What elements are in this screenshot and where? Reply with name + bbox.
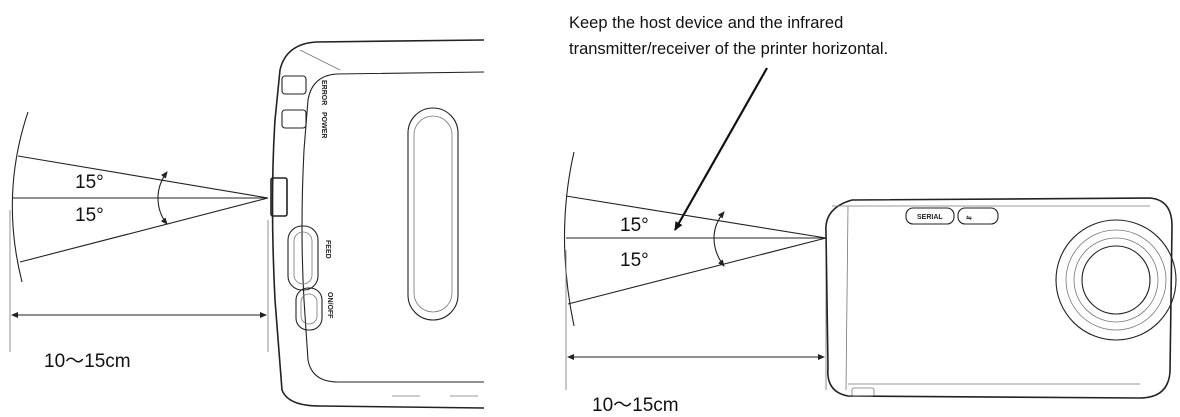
printer-front-outline: [271, 39, 485, 409]
feed-button-inner: [293, 231, 313, 285]
paper-roll-ring-1: [1065, 229, 1167, 331]
left-range-arc: [11, 111, 29, 283]
usb-icon: ⇋: [966, 215, 972, 222]
error-led: [281, 75, 307, 95]
paper-roll-outer: [1055, 219, 1177, 341]
serial-port: [905, 207, 955, 225]
right-angle-top-label: 15°: [620, 215, 649, 236]
note-line-1: Keep the host device and the infrared: [569, 14, 843, 32]
on-off-button: [295, 287, 323, 331]
printer-front-top-edge: [299, 49, 341, 71]
left-angle-arc-top: [157, 171, 168, 199]
paper-roll-core: [1081, 245, 1151, 315]
printer-side-front-edge: [845, 205, 849, 391]
printer-paper-window-inner: [413, 115, 453, 313]
left-angle-arc-bottom: [157, 197, 168, 225]
printer-front-view: ERROR POWER FEED ON/OFF: [270, 39, 485, 409]
feed-button: [287, 225, 319, 291]
right-angle-bottom-label: 15°: [620, 250, 649, 271]
printer-paper-window: [407, 107, 459, 321]
right-range-arc: [563, 151, 575, 327]
note-line-2: transmitter/receiver of the printer hori…: [569, 40, 888, 58]
alignment-note: Keep the host device and the infrared tr…: [569, 14, 888, 231]
error-label: ERROR: [320, 80, 327, 105]
left-beam-bottom: [19, 197, 269, 263]
note-pointer-arrow: [674, 67, 768, 231]
left-angle-bottom-label: 15°: [75, 205, 104, 226]
left-angle-top-label: 15°: [75, 172, 104, 193]
right-view: 15° 15° 10～15cm SERIAL ⇋: [563, 151, 1177, 416]
on-off-button-inner: [300, 293, 318, 325]
left-view: 15° 15° 10～15cm ERROR: [9, 39, 485, 409]
right-distance-label: 10～15cm: [592, 395, 679, 416]
printer-front-inner: [301, 71, 485, 383]
on-off-label: ON/OFF: [326, 292, 333, 319]
power-led: [281, 109, 307, 129]
printer-side-foot: [851, 387, 875, 397]
right-angle-arc-bottom: [713, 237, 725, 267]
paper-roll-ring-2: [1073, 237, 1159, 323]
right-angle-arc-top: [713, 211, 725, 239]
serial-port-label: SERIAL: [917, 214, 943, 221]
printer-side-outline: [825, 197, 1173, 399]
printer-side-view: SERIAL ⇋: [825, 197, 1177, 399]
usb-port: [957, 207, 999, 225]
right-beam-bottom: [567, 237, 827, 305]
feed-label: FEED: [324, 240, 331, 259]
right-beam-top: [565, 195, 827, 239]
left-distance-label: 10～15cm: [44, 351, 131, 372]
left-beam-top: [17, 155, 269, 199]
infrared-window: [270, 177, 288, 217]
power-label: POWER: [320, 112, 327, 138]
